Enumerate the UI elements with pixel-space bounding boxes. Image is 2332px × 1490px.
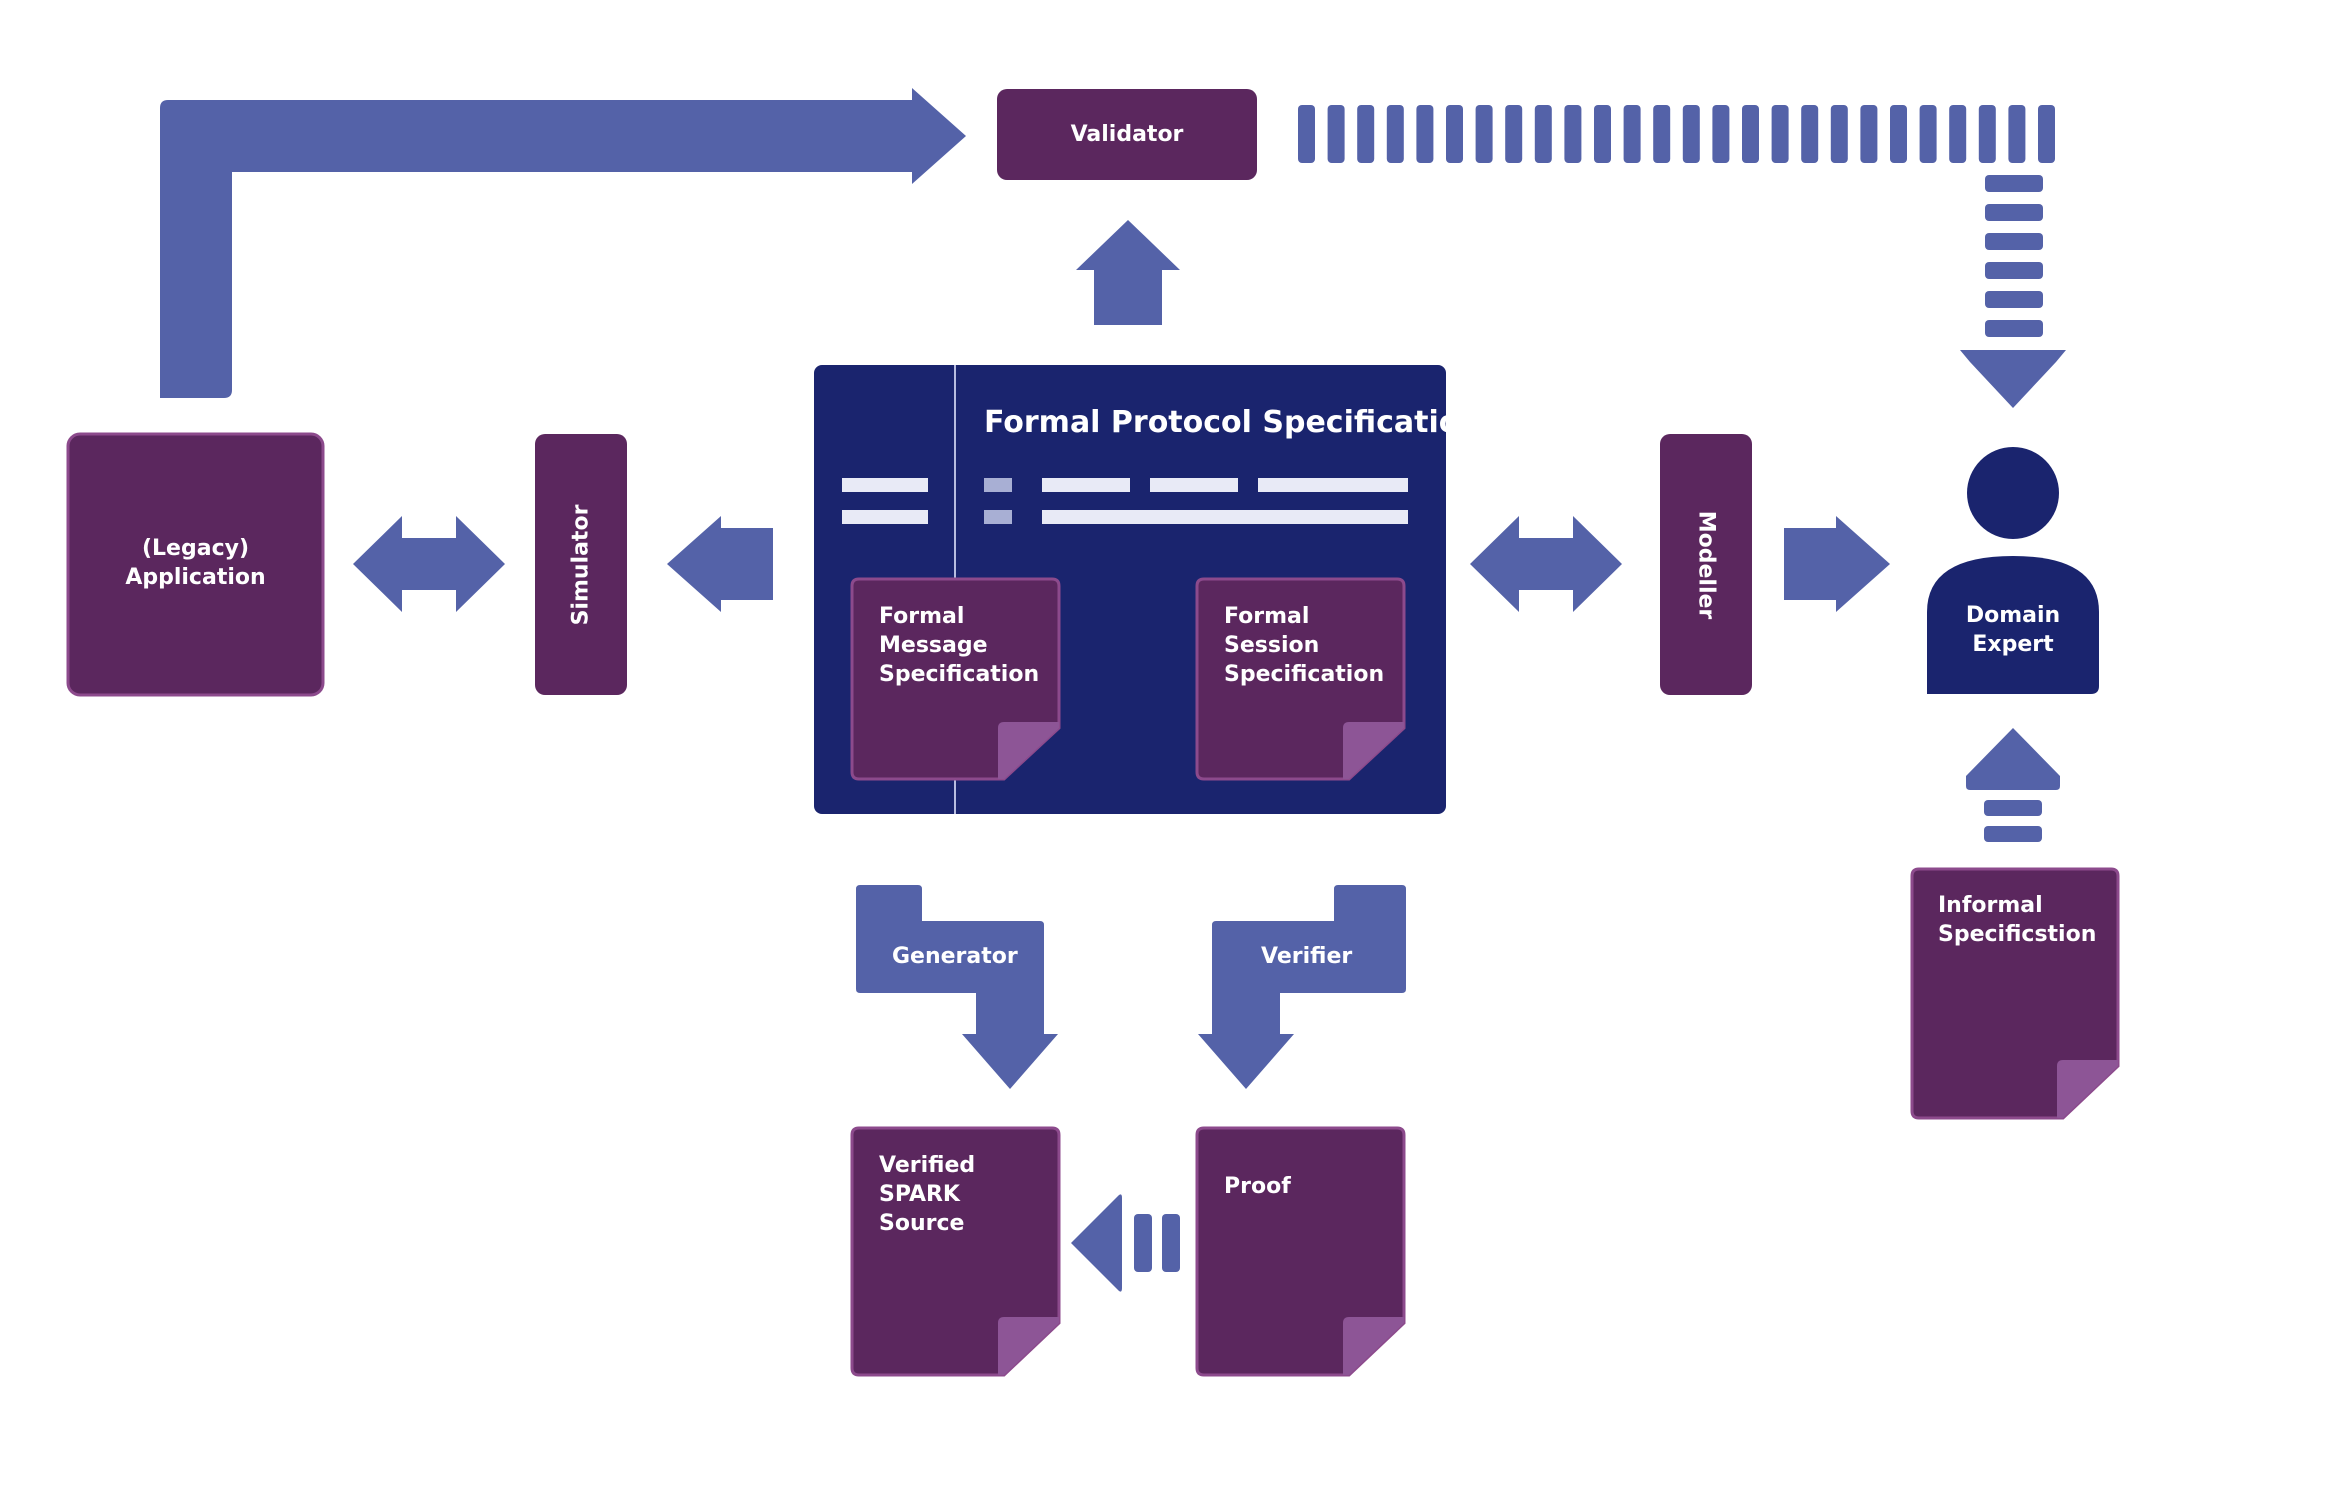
dash-segment bbox=[1949, 105, 1967, 163]
dash-segment bbox=[1475, 105, 1493, 163]
dash-segment bbox=[1446, 105, 1463, 163]
verified-spark-source-label: Verified SPARK Source bbox=[879, 1153, 976, 1236]
dashed-arrow-vertical bbox=[1985, 175, 2043, 337]
fold-corner bbox=[2057, 1060, 2118, 1118]
arrow-informal-to-expert-dash bbox=[1984, 800, 2042, 816]
simulator-label: Simulator bbox=[568, 504, 594, 625]
arrow-spec-to-simulator bbox=[667, 516, 773, 612]
validator-box bbox=[997, 89, 1257, 180]
validator-label: Validator bbox=[1070, 122, 1184, 147]
dash-segment bbox=[1919, 105, 1937, 163]
proof-doc bbox=[1195, 1126, 1406, 1377]
dash-segment bbox=[2008, 105, 2026, 163]
dash-segment bbox=[1594, 105, 1611, 163]
domain-expert-head bbox=[1967, 447, 2059, 539]
arrow-application-to-validator bbox=[160, 88, 966, 398]
generator-arrow bbox=[856, 885, 1058, 1089]
arrow-proof-to-source-head bbox=[1071, 1194, 1122, 1292]
arrow-proof-to-source-dash bbox=[1162, 1214, 1180, 1272]
arrow-informal-to-expert-head bbox=[1966, 728, 2060, 790]
dash-segment bbox=[1653, 105, 1671, 163]
arrow-modeller-to-expert bbox=[1784, 516, 1890, 612]
dash-segment bbox=[1623, 105, 1641, 163]
dash-segment bbox=[1985, 175, 2043, 192]
dash-segment bbox=[1298, 105, 1315, 163]
spec-line bbox=[842, 510, 928, 524]
spec-line bbox=[984, 510, 1012, 524]
dash-segment bbox=[1985, 320, 2043, 337]
formal-message-specification-label: Formal Message Specification bbox=[879, 604, 1040, 687]
dash-segment bbox=[1978, 105, 1996, 163]
dash-segment bbox=[1505, 105, 1523, 163]
dash-segment bbox=[1416, 105, 1434, 163]
informal-specification-doc bbox=[1910, 867, 2120, 1120]
spec-line bbox=[1042, 478, 1130, 492]
dash-segment bbox=[1386, 105, 1404, 163]
dash-segment bbox=[1327, 105, 1345, 163]
modeller-label: Modeller bbox=[1693, 510, 1719, 619]
verified-spark-source-doc bbox=[850, 1126, 1061, 1377]
formal-protocol-specification-title: Formal Protocol Specification bbox=[984, 405, 1481, 440]
spec-line bbox=[1258, 478, 1408, 492]
dash-segment bbox=[1985, 204, 2043, 221]
dash-segment bbox=[1742, 105, 1759, 163]
dashed-arrow-head-down bbox=[1960, 350, 2066, 408]
dash-segment bbox=[1771, 105, 1789, 163]
verifier-label: Verifier bbox=[1261, 944, 1353, 969]
spec-line bbox=[1150, 478, 1238, 492]
verifier-arrow bbox=[1198, 885, 1406, 1089]
arrow-spec-to-validator bbox=[1076, 220, 1180, 325]
simulator-box bbox=[535, 434, 627, 695]
dash-segment bbox=[1985, 291, 2043, 308]
arrow-proof-to-source-dash bbox=[1134, 1214, 1152, 1272]
proof-label: Proof bbox=[1224, 1174, 1291, 1199]
dash-segment bbox=[1985, 262, 2043, 279]
legacy-application-box bbox=[66, 432, 325, 697]
informal-specification-label: Informal Specificstion bbox=[1938, 893, 2097, 947]
dash-segment bbox=[1801, 105, 1819, 163]
dashed-arrow-validator-to-expert bbox=[1298, 105, 2055, 163]
domain-expert-body bbox=[1927, 556, 2099, 694]
domain-expert-label: Domain Expert bbox=[1965, 603, 2061, 657]
fold-corner bbox=[1343, 722, 1404, 779]
fold-corner bbox=[998, 722, 1059, 779]
dash-segment bbox=[1985, 233, 2043, 250]
fold-corner bbox=[1343, 1317, 1404, 1375]
dash-segment bbox=[2038, 105, 2055, 163]
arrow-spec-modeller bbox=[1470, 516, 1622, 612]
dash-segment bbox=[1860, 105, 1878, 163]
arrow-application-simulator bbox=[353, 516, 505, 612]
fold-corner bbox=[998, 1317, 1059, 1375]
generator-label: Generator bbox=[892, 944, 1018, 969]
dash-segment bbox=[1357, 105, 1375, 163]
dash-segment bbox=[1534, 105, 1552, 163]
simulator-label-wrap: Simulator bbox=[535, 434, 627, 695]
formal-session-specification-label: Formal Session Specification bbox=[1224, 604, 1385, 687]
spec-line bbox=[1042, 510, 1408, 524]
arrow-informal-to-expert-dash bbox=[1984, 826, 2042, 842]
legacy-application-label: (Legacy) Application bbox=[125, 536, 266, 590]
dash-segment bbox=[1564, 105, 1582, 163]
dash-segment bbox=[1830, 105, 1848, 163]
dash-segment bbox=[1712, 105, 1730, 163]
spec-line bbox=[842, 478, 928, 492]
dash-segment bbox=[1682, 105, 1700, 163]
modeller-box bbox=[1660, 434, 1752, 695]
modeller-label-wrap: Modeller bbox=[1660, 434, 1752, 695]
dash-segment bbox=[1890, 105, 1907, 163]
spec-line bbox=[984, 478, 1012, 492]
